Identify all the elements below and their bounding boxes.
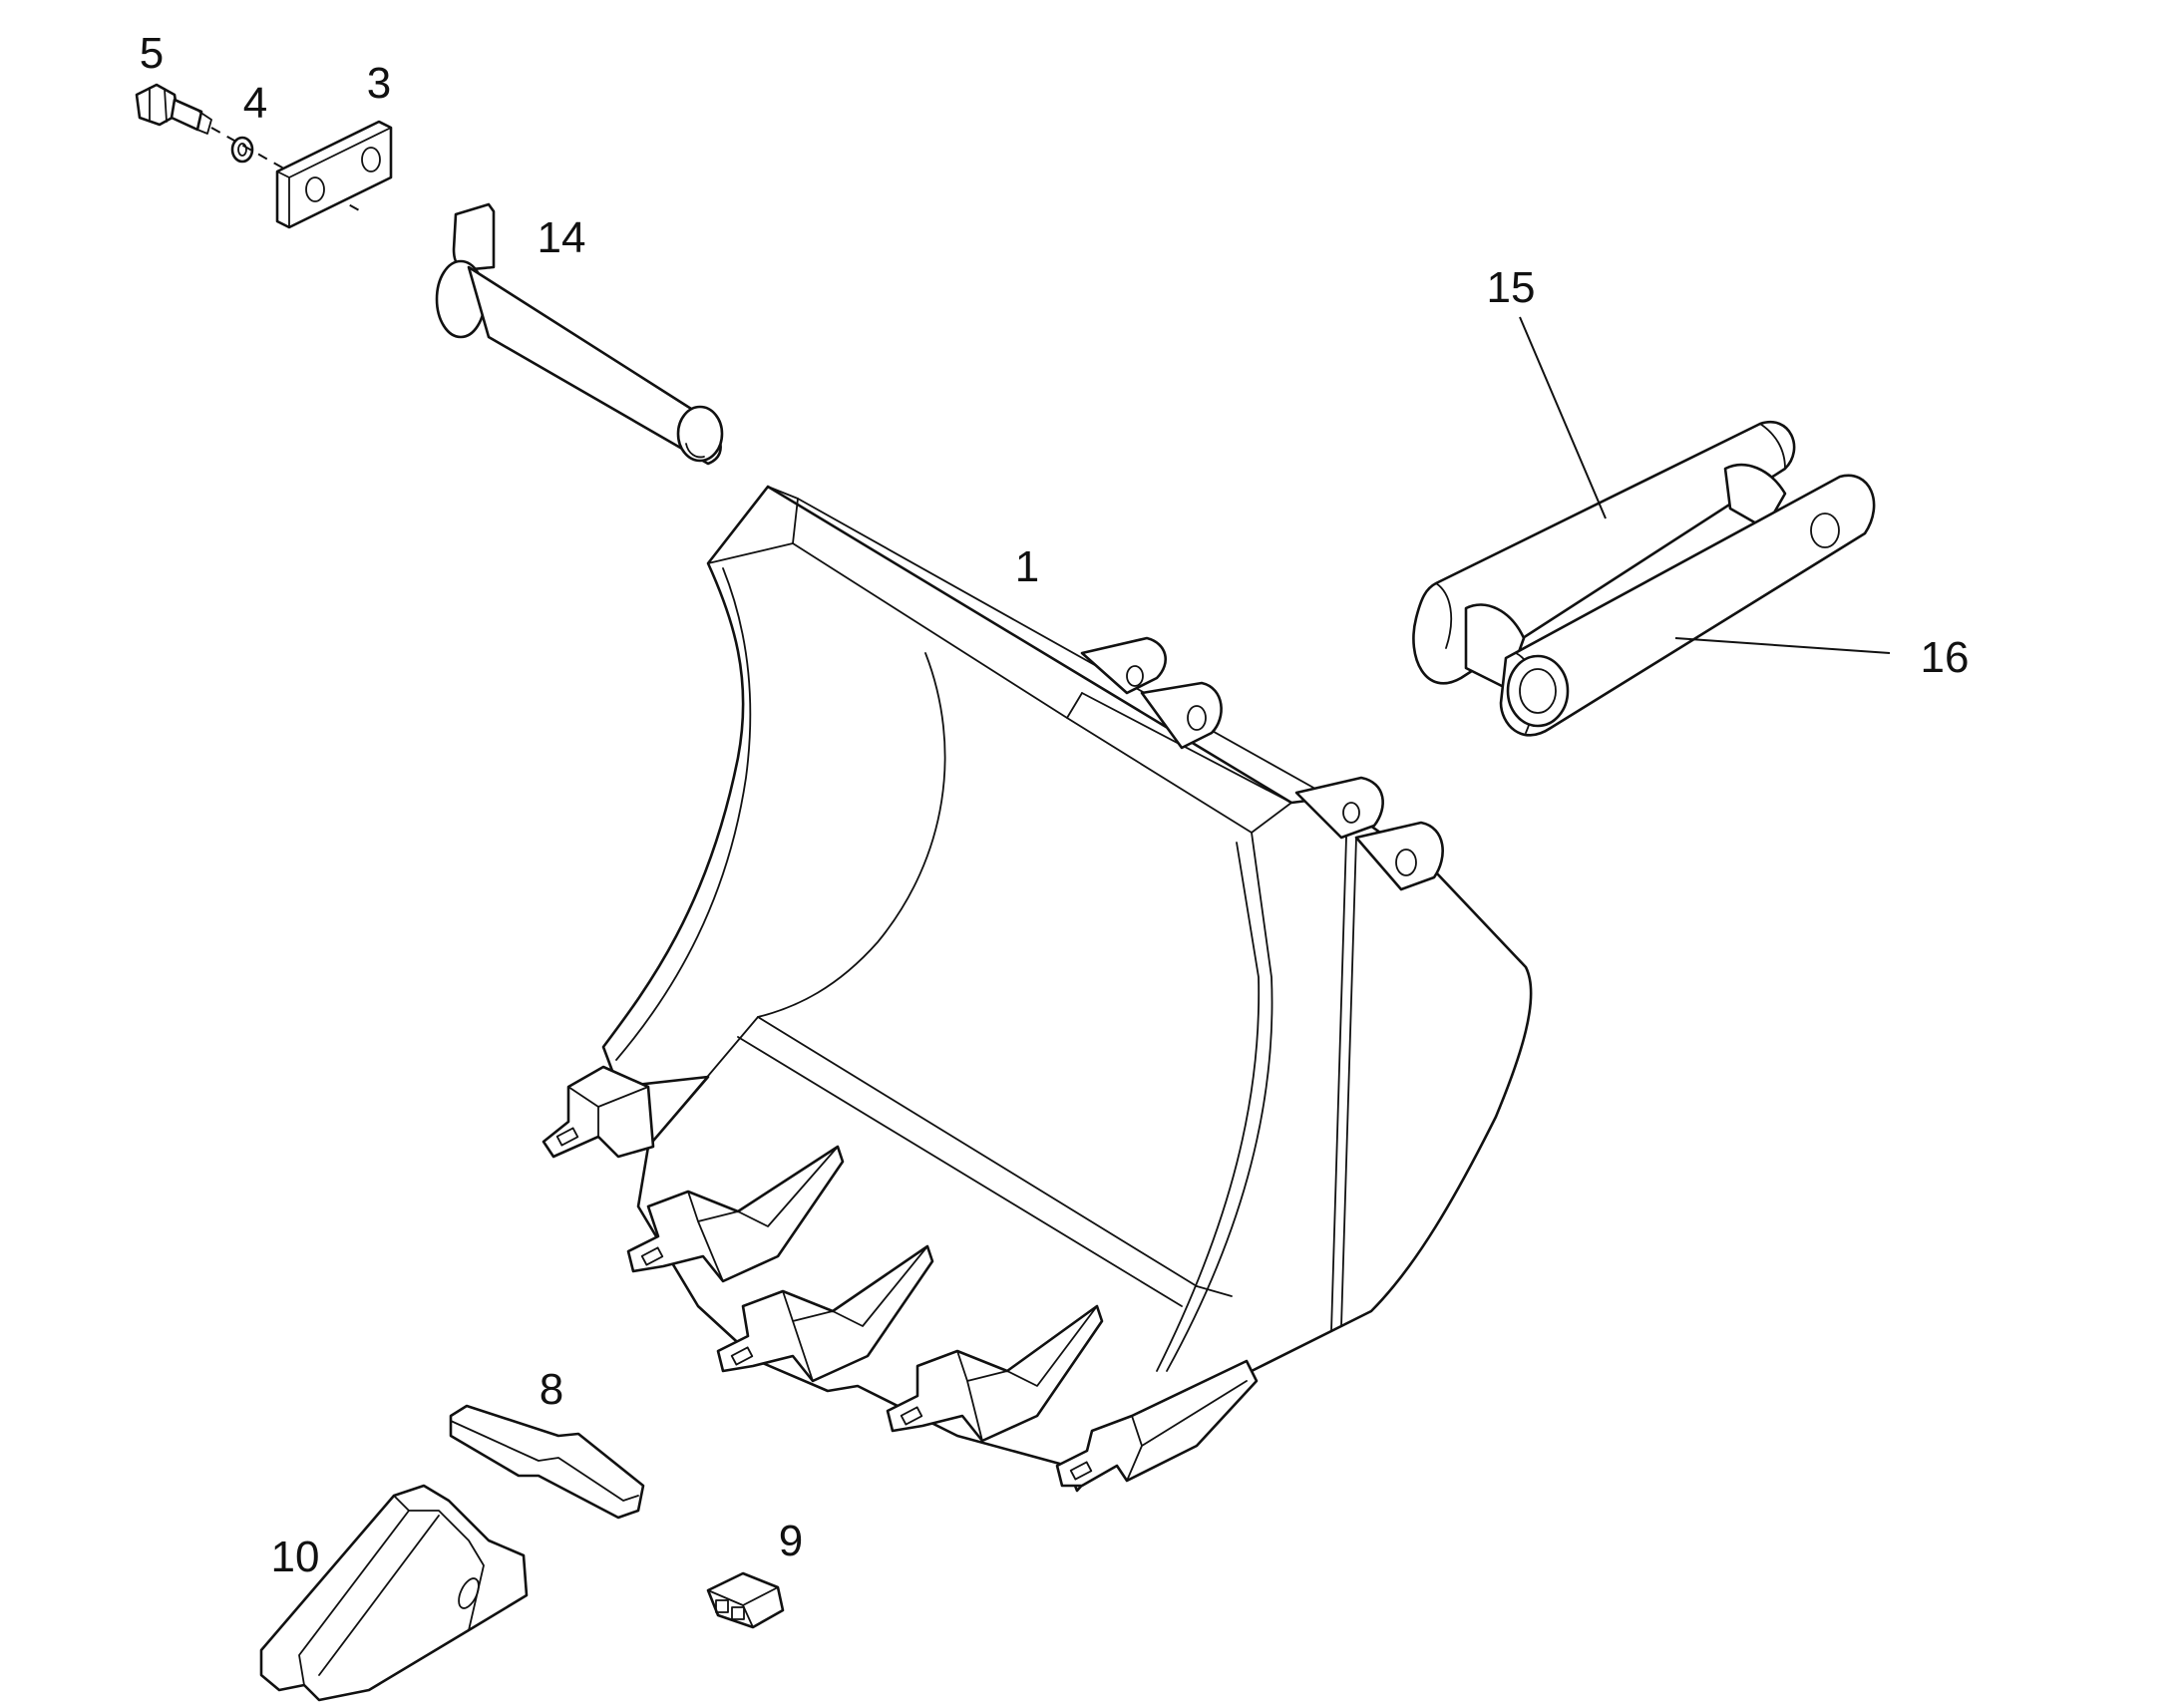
- wear-strip-part-8[interactable]: [449, 1404, 645, 1520]
- callout-9: 9: [779, 1517, 803, 1565]
- plate-part-3[interactable]: [275, 120, 393, 229]
- corner-adapter-right[interactable]: [1055, 1359, 1259, 1488]
- callout-3: 3: [367, 59, 391, 108]
- callout-14: 14: [538, 213, 586, 262]
- link-part-15-16[interactable]: [1412, 420, 1876, 737]
- pin-part-14[interactable]: [435, 202, 724, 466]
- corner-adapter-left[interactable]: [542, 1065, 655, 1159]
- tooth-3[interactable]: [886, 1304, 1104, 1443]
- bucket-part-1[interactable]: [601, 485, 1533, 1493]
- callout-1: 1: [1015, 542, 1039, 591]
- leader-16: [1674, 637, 1891, 654]
- callout-5: 5: [140, 29, 164, 78]
- callout-10: 10: [271, 1533, 320, 1581]
- tooth-2[interactable]: [716, 1244, 934, 1383]
- callout-4: 4: [243, 79, 267, 128]
- leader-15: [1519, 316, 1607, 519]
- callout-15: 15: [1487, 263, 1536, 312]
- callout-16: 16: [1921, 633, 1970, 682]
- bolt-part-5[interactable]: [135, 83, 212, 135]
- tooth-part-10[interactable]: [259, 1484, 529, 1702]
- lock-part-9[interactable]: [706, 1571, 785, 1629]
- washer-part-4[interactable]: [230, 136, 254, 164]
- callout-labels: 5 4 3 14 15 1 16 8 9 10: [140, 29, 1970, 1581]
- tooth-1[interactable]: [626, 1145, 845, 1283]
- callout-8: 8: [540, 1365, 563, 1414]
